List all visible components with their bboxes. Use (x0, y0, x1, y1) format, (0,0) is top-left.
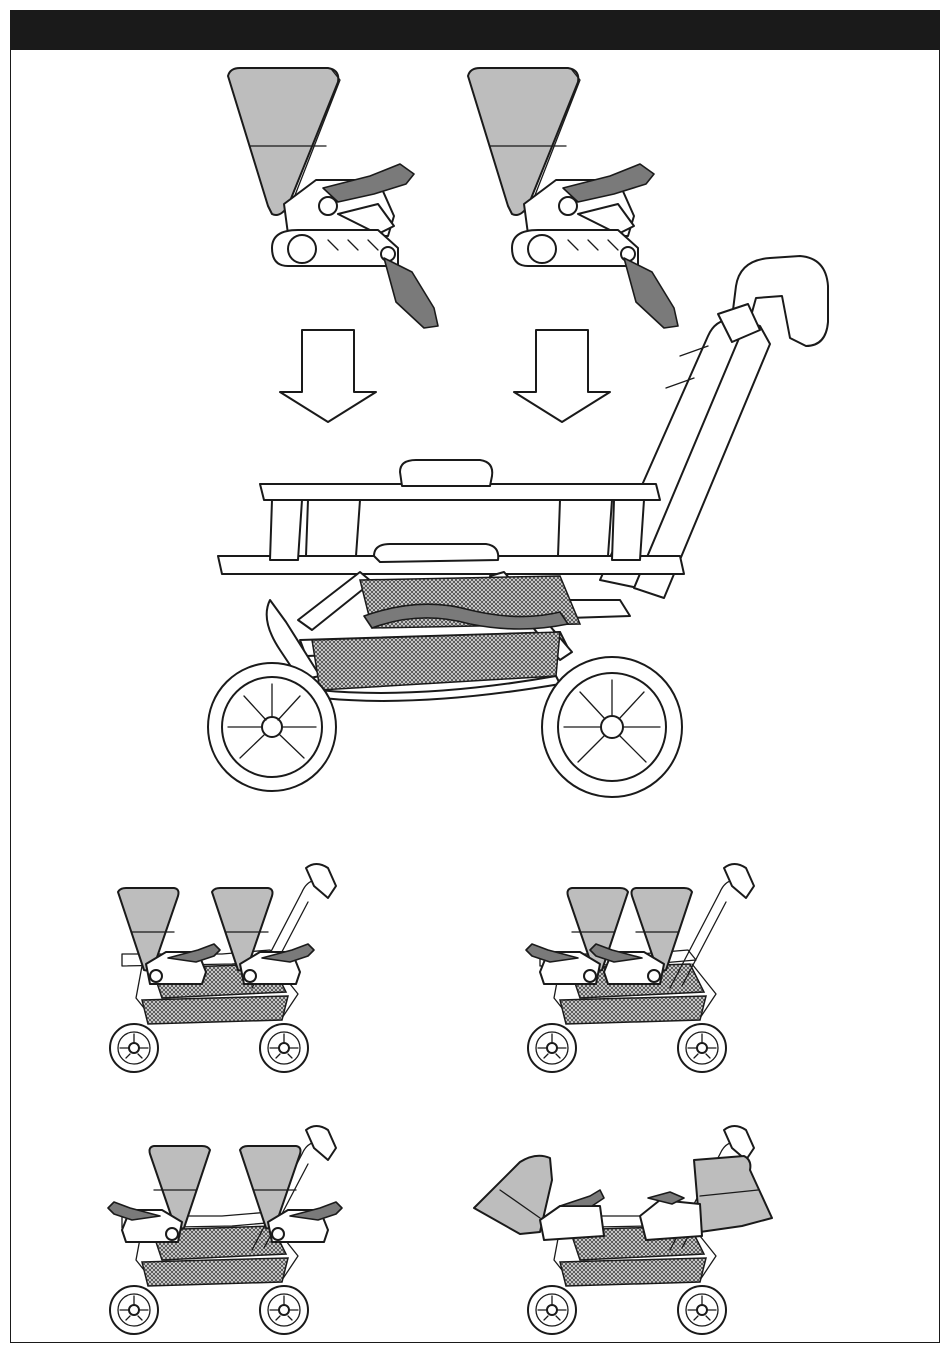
config-reclined (474, 1126, 772, 1334)
down-arrow-icon (280, 330, 376, 422)
config-rear (526, 864, 754, 1072)
seat-unit-right (468, 68, 678, 328)
seat-unit-left (228, 68, 438, 328)
config-forward (110, 864, 336, 1072)
config-face-to-face (108, 1126, 342, 1334)
down-arrow-icon (514, 330, 610, 422)
